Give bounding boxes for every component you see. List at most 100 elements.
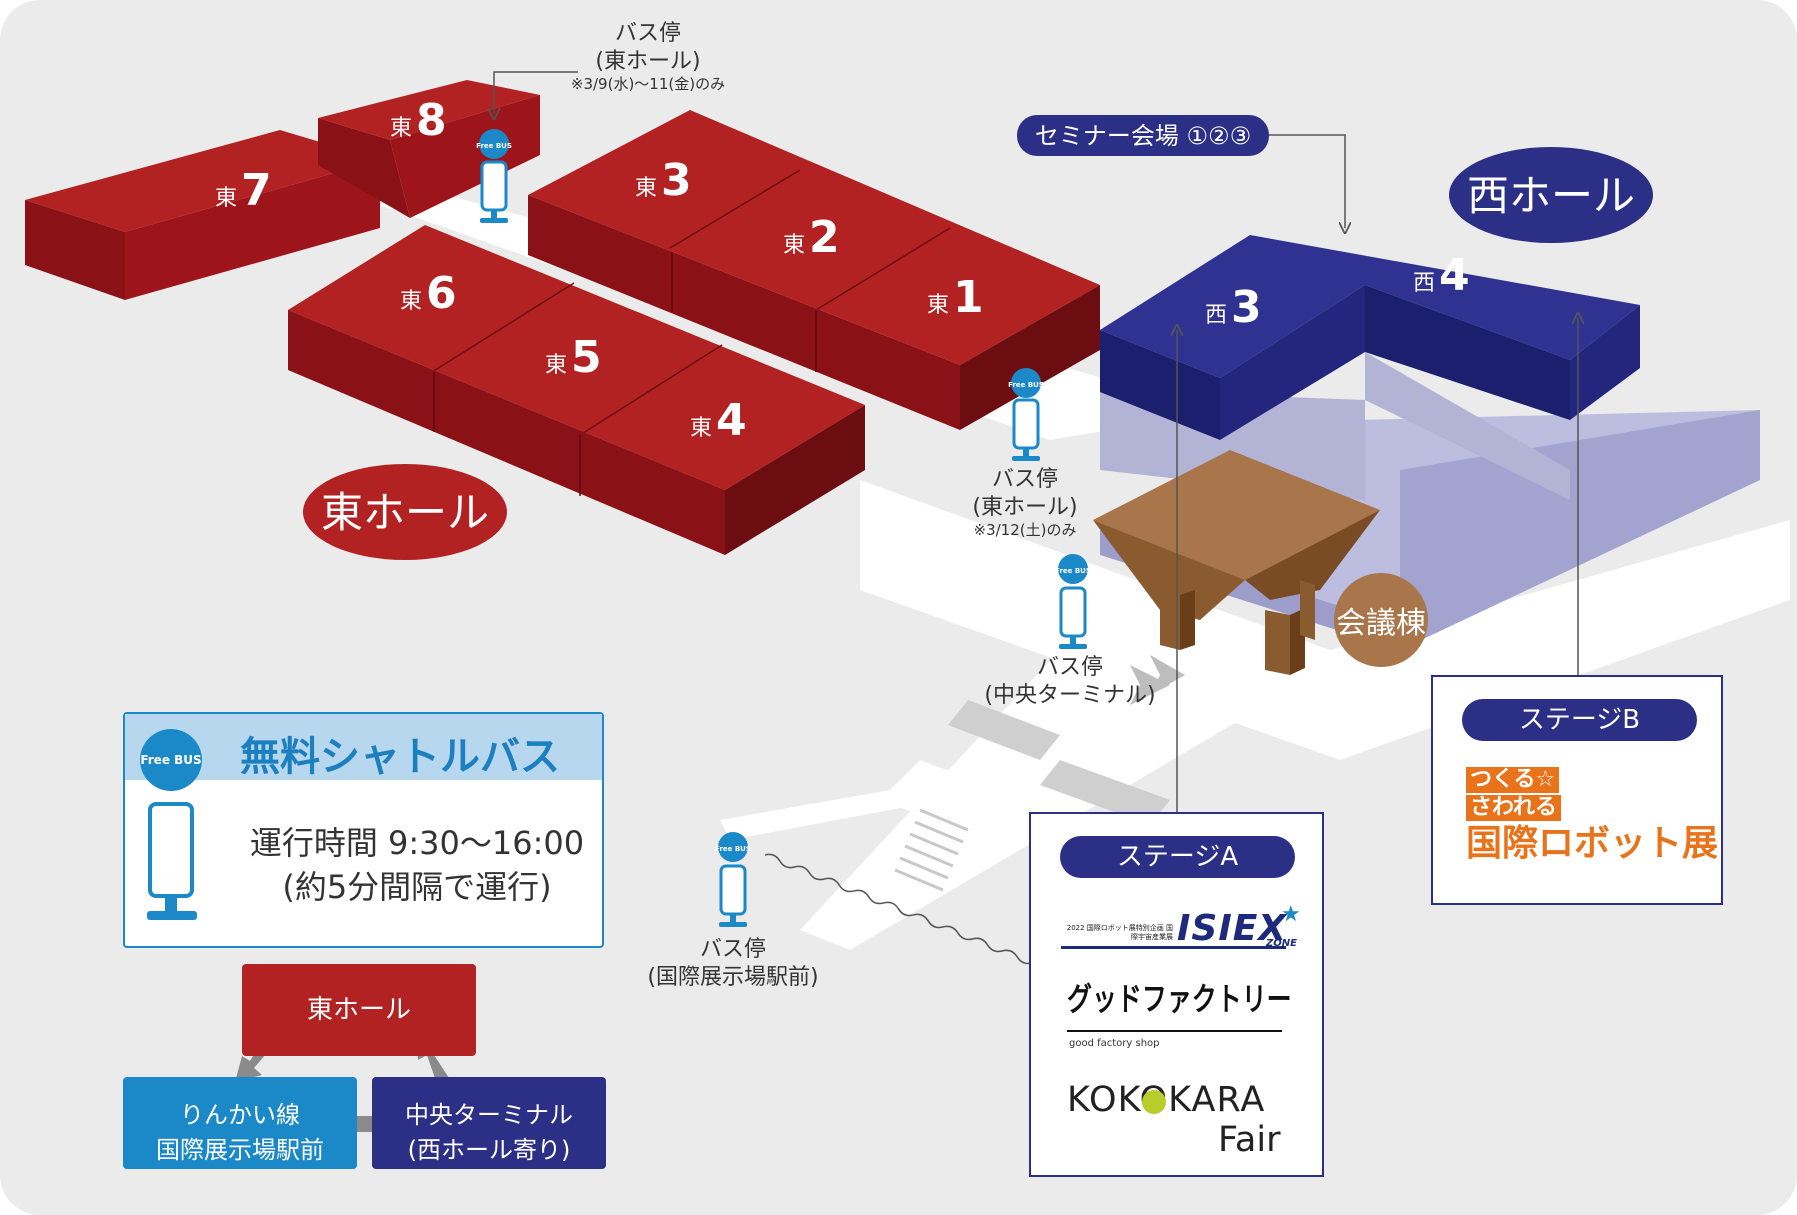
bus-stop-icon-central: Free BUS xyxy=(1055,554,1091,649)
hall-number: 1 xyxy=(953,272,984,323)
shuttle-hours: 運行時間 9:30～16:00 xyxy=(249,824,585,862)
hall-number: 7 xyxy=(241,165,272,216)
hall-number: 8 xyxy=(416,95,447,146)
bus-badge-text: Free BUS xyxy=(476,142,512,150)
seminar-pill xyxy=(1017,115,1269,156)
shuttle-header xyxy=(125,714,602,780)
hall-prefix: 東 xyxy=(545,353,567,378)
east-hall-numbers: 東7 東8 東3 東2 東1 東6 東5 東4 xyxy=(215,95,984,446)
bus-stop-name: バス停 xyxy=(614,21,681,46)
svg-text:東5: 東5 xyxy=(545,332,602,383)
bus-stop-note: ※3/12(土)のみ xyxy=(973,521,1077,539)
kokokara-logo-line1: KOKOKARA xyxy=(1067,1080,1266,1120)
robot-expo-logo: つくる☆ さわれる 国際ロボット展 xyxy=(1466,767,1719,877)
west-hall-3-number: 西3 xyxy=(1205,282,1262,333)
shuttle-info-panel: 無料シャトルバス Free BUS 運行時間 9:30～16:00 (約5分間隔… xyxy=(123,712,604,948)
west-hall-4-number: 西4 xyxy=(1413,250,1470,301)
bus-stop-location: (中央ターミナル) xyxy=(984,682,1156,708)
east-halls xyxy=(25,80,1100,555)
conference-building xyxy=(1093,450,1380,675)
kokokara-logo-line2: Fair xyxy=(1218,1120,1281,1160)
seminar-label: セミナー会場 ①②③ xyxy=(1035,122,1251,150)
hall-number: 2 xyxy=(809,212,840,263)
route-central-line2: (西ホール寄り) xyxy=(407,1136,571,1164)
hall-prefix: 東 xyxy=(635,176,657,201)
isiex-logo-main: ISIEX xyxy=(1177,908,1288,949)
bus-badge-icon: Free BUS xyxy=(140,729,202,791)
route-east-hall: 東ホール xyxy=(242,964,476,1056)
bus-stop-location: (東ホール) xyxy=(972,494,1078,520)
svg-text:東2: 東2 xyxy=(783,212,840,263)
svg-text:東4: 東4 xyxy=(690,395,747,446)
bus-stop-location: (東ホール) xyxy=(595,48,701,74)
isiex-logo-caption: 2022 国際ロボット展特別企画 国際宇宙産業展 xyxy=(1066,924,1173,941)
bus-stop-icon-middle: Free BUS xyxy=(1008,368,1044,461)
bus-sign-icon xyxy=(148,802,194,898)
hall-number: 4 xyxy=(716,395,747,446)
stage-a-pill: ステージA xyxy=(1060,836,1295,878)
hall-prefix: 東 xyxy=(927,293,949,318)
svg-text:東1: 東1 xyxy=(927,272,984,323)
bus-stop-name: バス停 xyxy=(991,467,1058,492)
shuttle-interval: (約5分間隔で運行) xyxy=(282,868,552,906)
bus-badge-text: Free BUS xyxy=(1008,381,1044,389)
kokokara-logo-dot xyxy=(1142,1090,1166,1114)
bus-badge-text: Free BUS xyxy=(1055,567,1091,575)
west-hall-badge xyxy=(1449,147,1653,243)
hall-number: 5 xyxy=(571,332,602,383)
hall-prefix: 東 xyxy=(690,416,712,441)
shuttle-title: 無料シャトルバス xyxy=(240,734,560,780)
route-central-terminal: 中央ターミナル (西ホール寄り) xyxy=(372,1077,606,1169)
hall-number: 4 xyxy=(1439,250,1470,301)
hall-number: 3 xyxy=(661,155,692,206)
hall-prefix: 東 xyxy=(215,186,237,211)
bus-stop-label-middle: バス停 (東ホール) ※3/12(土)のみ xyxy=(905,466,1145,540)
svg-text:東6: 東6 xyxy=(400,268,457,319)
robot-expo-logo-line1: つくる☆ xyxy=(1466,767,1560,793)
robot-expo-logo-line2: さわれる xyxy=(1466,795,1561,821)
bus-sign-post xyxy=(165,898,177,912)
route-rinkai-line1: りんかい線 xyxy=(180,1101,300,1129)
west-hall-label: 西ホール xyxy=(1467,171,1635,220)
isiex-underline xyxy=(1061,946,1286,949)
route-central-line1: 中央ターミナル xyxy=(405,1101,573,1129)
hall-prefix: 西 xyxy=(1413,271,1435,296)
svg-text:東3: 東3 xyxy=(635,155,692,206)
route-rinkai-line2: 国際展示場駅前 xyxy=(156,1136,324,1164)
good-factory-logo-sub: good factory shop xyxy=(1069,1038,1160,1049)
bus-stop-name: バス停 xyxy=(1036,655,1103,680)
bus-stop-label-top: バス停 (東ホール) ※3/9(水)～11(金)のみ xyxy=(528,20,768,94)
stairs xyxy=(894,808,969,892)
bus-stop-icon-top: Free BUS xyxy=(476,129,512,223)
bus-badge-text: Free BUS xyxy=(715,845,751,853)
conference-label: 会議棟 xyxy=(1336,606,1426,641)
connector-lines xyxy=(494,71,1578,982)
good-factory-logo-main: グッドファクトリー xyxy=(1067,980,1292,1018)
west-halls xyxy=(1100,235,1760,650)
hall-number: 6 xyxy=(426,268,457,319)
conference-badge xyxy=(1334,573,1428,667)
route-rinkai-station: りんかい線 国際展示場駅前 xyxy=(123,1077,357,1169)
road-markings xyxy=(948,700,1170,825)
bus-stop-icon-station: Free BUS xyxy=(715,832,751,927)
bus-stop-name: バス停 xyxy=(699,937,766,962)
good-factory-logo: グッドファクトリー good factory shop xyxy=(1067,974,1297,1054)
isiex-logo: 2022 国際ロボット展特別企画 国際宇宙産業展 ISIEX ZONE ★ xyxy=(1061,902,1301,958)
bus-stop-label-station: バス停 (国際展示場駅前) xyxy=(613,936,853,991)
bus-sign-base xyxy=(147,911,197,920)
bus-stop-location: (国際展示場駅前) xyxy=(647,964,819,990)
robot-expo-logo-line3: 国際ロボット展 xyxy=(1466,823,1719,864)
hall-prefix: 西 xyxy=(1205,303,1227,328)
east-hall-label: 東ホール xyxy=(321,488,489,537)
hall-prefix: 東 xyxy=(783,233,805,258)
east-hall-badge xyxy=(303,464,507,560)
isiex-logo-zone: ZONE xyxy=(1266,938,1297,949)
star-icon: ★ xyxy=(1281,902,1301,927)
bus-stop-note: ※3/9(水)～11(金)のみ xyxy=(570,75,726,93)
svg-text:東7: 東7 xyxy=(215,165,272,216)
stage-b-pill: ステージB xyxy=(1462,699,1697,741)
hall-number: 3 xyxy=(1231,282,1262,333)
stage-a-panel: ステージA 2022 国際ロボット展特別企画 国際宇宙産業展 ISIEX ZON… xyxy=(1029,812,1324,1177)
hall-prefix: 東 xyxy=(400,289,422,314)
